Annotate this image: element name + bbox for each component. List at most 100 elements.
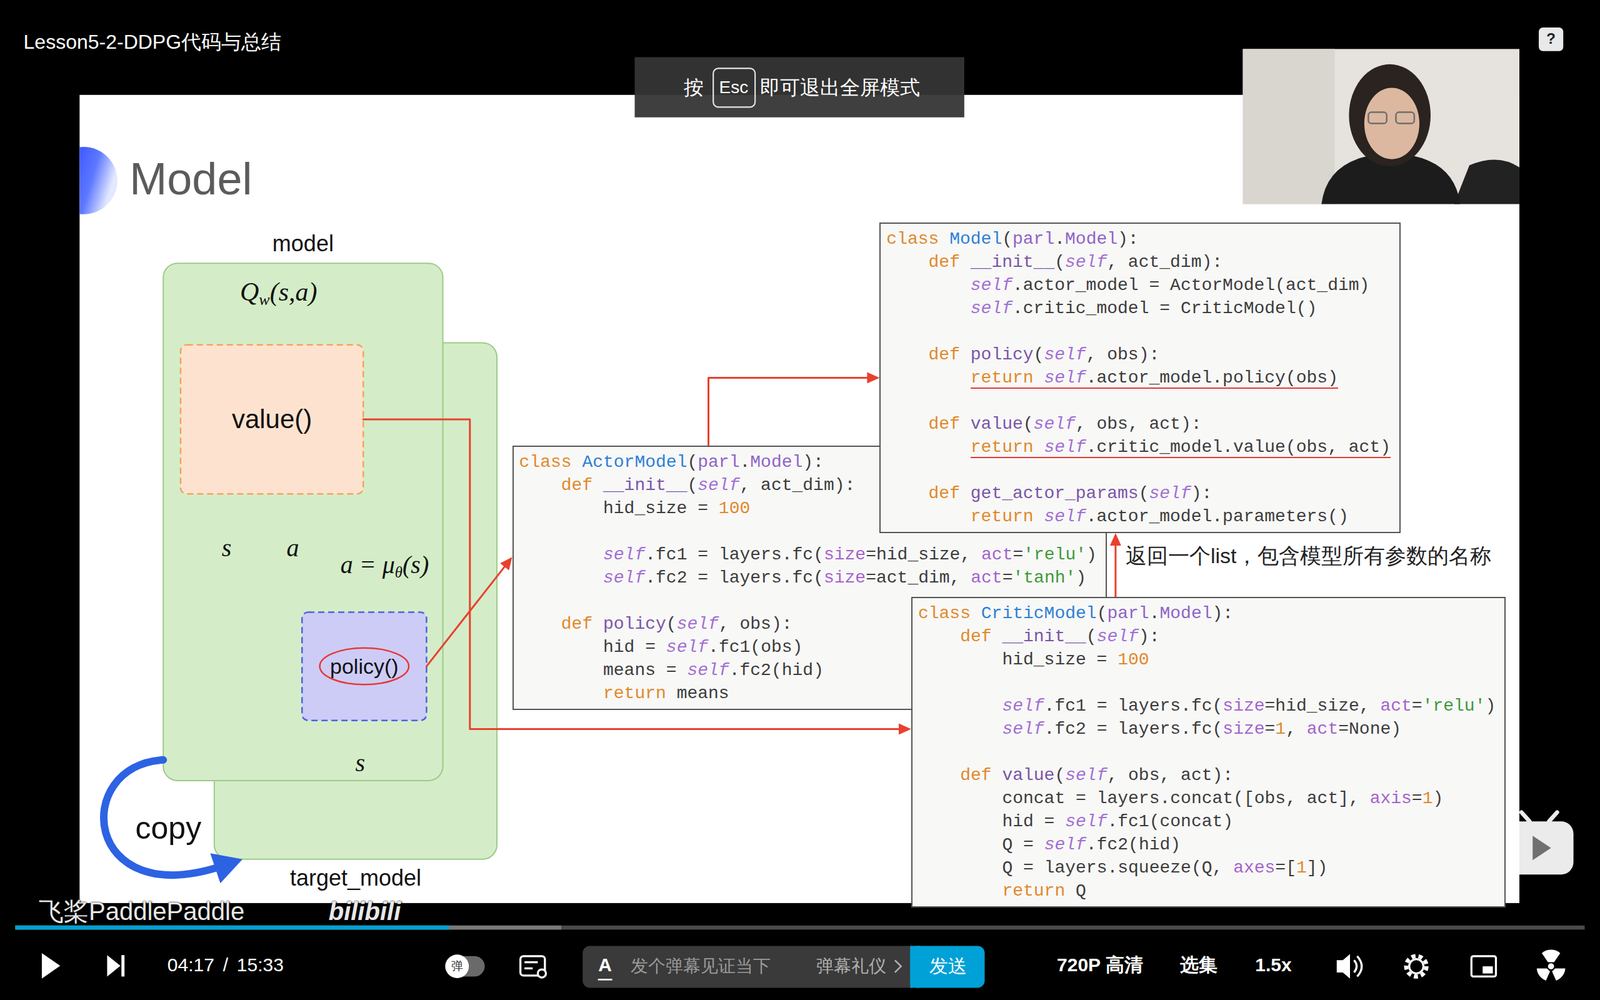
code-token: ) <box>792 637 804 657</box>
code-token: ) <box>1201 252 1212 272</box>
code-token: size <box>1222 696 1265 716</box>
label-anchor: copy <box>133 810 205 847</box>
code-token: = <box>1002 568 1014 588</box>
connector <box>426 556 512 667</box>
code-token: . <box>781 568 793 588</box>
code-token: ) <box>1327 368 1339 388</box>
code-token: __init__ <box>1001 626 1086 647</box>
code-token: ( <box>1096 603 1108 624</box>
hint-text: 按 <box>683 76 704 100</box>
code-token: [ <box>1285 858 1297 878</box>
code-token: return <box>1001 881 1065 901</box>
code-token: act <box>970 568 1002 588</box>
code-token: = <box>666 660 677 680</box>
label-anchor: a <box>286 533 300 563</box>
label-anchor: Lesson5-2-DDPG代码与总结 <box>23 30 282 54</box>
code-token: ( <box>1212 719 1224 739</box>
code-line: class Model(parl.Model): <box>886 227 1391 251</box>
help-icon <box>1538 27 1564 52</box>
code-text: hid = self.fc1(obs) <box>603 637 803 657</box>
code-token: hid <box>1138 835 1170 855</box>
code-token: size <box>823 545 866 565</box>
code-token: obs <box>1254 788 1286 809</box>
code-token: act_dim <box>876 568 950 588</box>
code-text: concat = layers.concat([obs, act], axis=… <box>1001 788 1444 809</box>
code-text: self.fc1 = layers.fc(size=hid_size, act=… <box>1001 696 1496 716</box>
episode-menu: 选集 <box>1180 954 1218 977</box>
code-token: = <box>1023 858 1034 878</box>
label-anchor: 按 <box>683 76 704 100</box>
code-token: Q <box>1001 835 1013 855</box>
code-token: ( <box>1128 835 1139 855</box>
code-token: ) <box>1306 298 1318 319</box>
code-line: class CriticModel(parl.Model): <box>918 601 1496 625</box>
box-heading: model <box>272 230 334 257</box>
code-text: def policy(self, obs): <box>928 345 1160 365</box>
webcam-glasses <box>1368 112 1387 124</box>
code-token: CriticModel <box>981 603 1097 624</box>
code-token: . <box>645 545 656 565</box>
code-token: ) <box>1170 835 1181 855</box>
code-token: self <box>1044 835 1087 855</box>
code-token: ) <box>1075 568 1087 588</box>
code-token: ) <box>771 614 782 634</box>
danmaku-input <box>582 945 920 988</box>
code-token: . <box>1222 437 1234 457</box>
code-token: fc <box>792 568 814 588</box>
code-text: return Q <box>1001 881 1086 901</box>
label-anchor: 弹幕礼仪 <box>816 956 887 977</box>
volume-wave <box>1354 960 1357 973</box>
code-token: fc1 <box>655 545 687 565</box>
code-token: self <box>1001 696 1044 716</box>
speed-menu: 1.5x <box>1255 954 1292 977</box>
code-token: self <box>697 475 740 495</box>
arrowhead <box>1110 533 1122 546</box>
code-token: policy <box>1222 368 1286 388</box>
extra-icon-blade <box>1536 968 1550 981</box>
policy-box-shape <box>301 612 427 721</box>
model-box: modelvalue()policy() <box>163 263 443 781</box>
input-arrows <box>225 314 370 750</box>
policy-box: policy() <box>301 612 427 721</box>
code-token: . <box>1180 696 1192 716</box>
code-token: = <box>1148 275 1160 295</box>
code-token: layers <box>718 545 782 565</box>
code-token: 1 <box>1296 858 1307 878</box>
code-line: def __init__(self): <box>918 625 1496 649</box>
code-token: hid_size <box>603 498 687 519</box>
code-text: return means <box>603 683 730 704</box>
code-token: = <box>1023 835 1034 855</box>
code-token: , <box>739 475 750 495</box>
code-token: ( <box>1285 368 1297 388</box>
code-line: Q = layers.squeeze(Q, axes=[1]) <box>918 856 1496 880</box>
code-token: obs <box>740 614 772 634</box>
code-text: self.critic_model = CriticModel() <box>970 298 1318 319</box>
code-token: : <box>813 452 824 472</box>
input-placeholder: 发个弹幕见证当下 <box>630 956 771 977</box>
code-token: ( <box>686 475 698 495</box>
pip-icon-inner <box>1482 966 1493 974</box>
code-token: fc2 <box>655 568 687 588</box>
arrowhead <box>500 556 512 570</box>
code-token: ) <box>1222 811 1234 832</box>
code-token: return <box>970 506 1034 527</box>
webcam-wall-shade <box>1243 48 1335 204</box>
code-token: ( <box>686 452 698 472</box>
quality-menu: 720P 高清 <box>1056 954 1144 977</box>
input-label: s <box>221 533 232 563</box>
code-line: def __init__(self, act_dim): <box>886 250 1391 274</box>
fullscreen-hint-panel <box>635 56 965 117</box>
code-token: fc2 <box>1054 719 1086 739</box>
tv-antenna <box>1521 812 1530 822</box>
label-anchor: bilibili <box>328 896 402 926</box>
code-token: : <box>1128 229 1139 249</box>
label-anchor: 返回一个list，包含模型所有参数的名称 <box>1125 543 1492 569</box>
code-token: fc <box>1191 696 1213 716</box>
code-token: fc2 <box>1096 835 1129 855</box>
connector <box>103 760 243 884</box>
code-token: . <box>1180 719 1192 739</box>
play-icon <box>41 953 60 979</box>
code-line: self.critic_model = CriticModel() <box>886 296 1391 320</box>
arrow-line <box>363 595 365 609</box>
code-text: return self.actor_model.parameters() <box>970 506 1349 527</box>
